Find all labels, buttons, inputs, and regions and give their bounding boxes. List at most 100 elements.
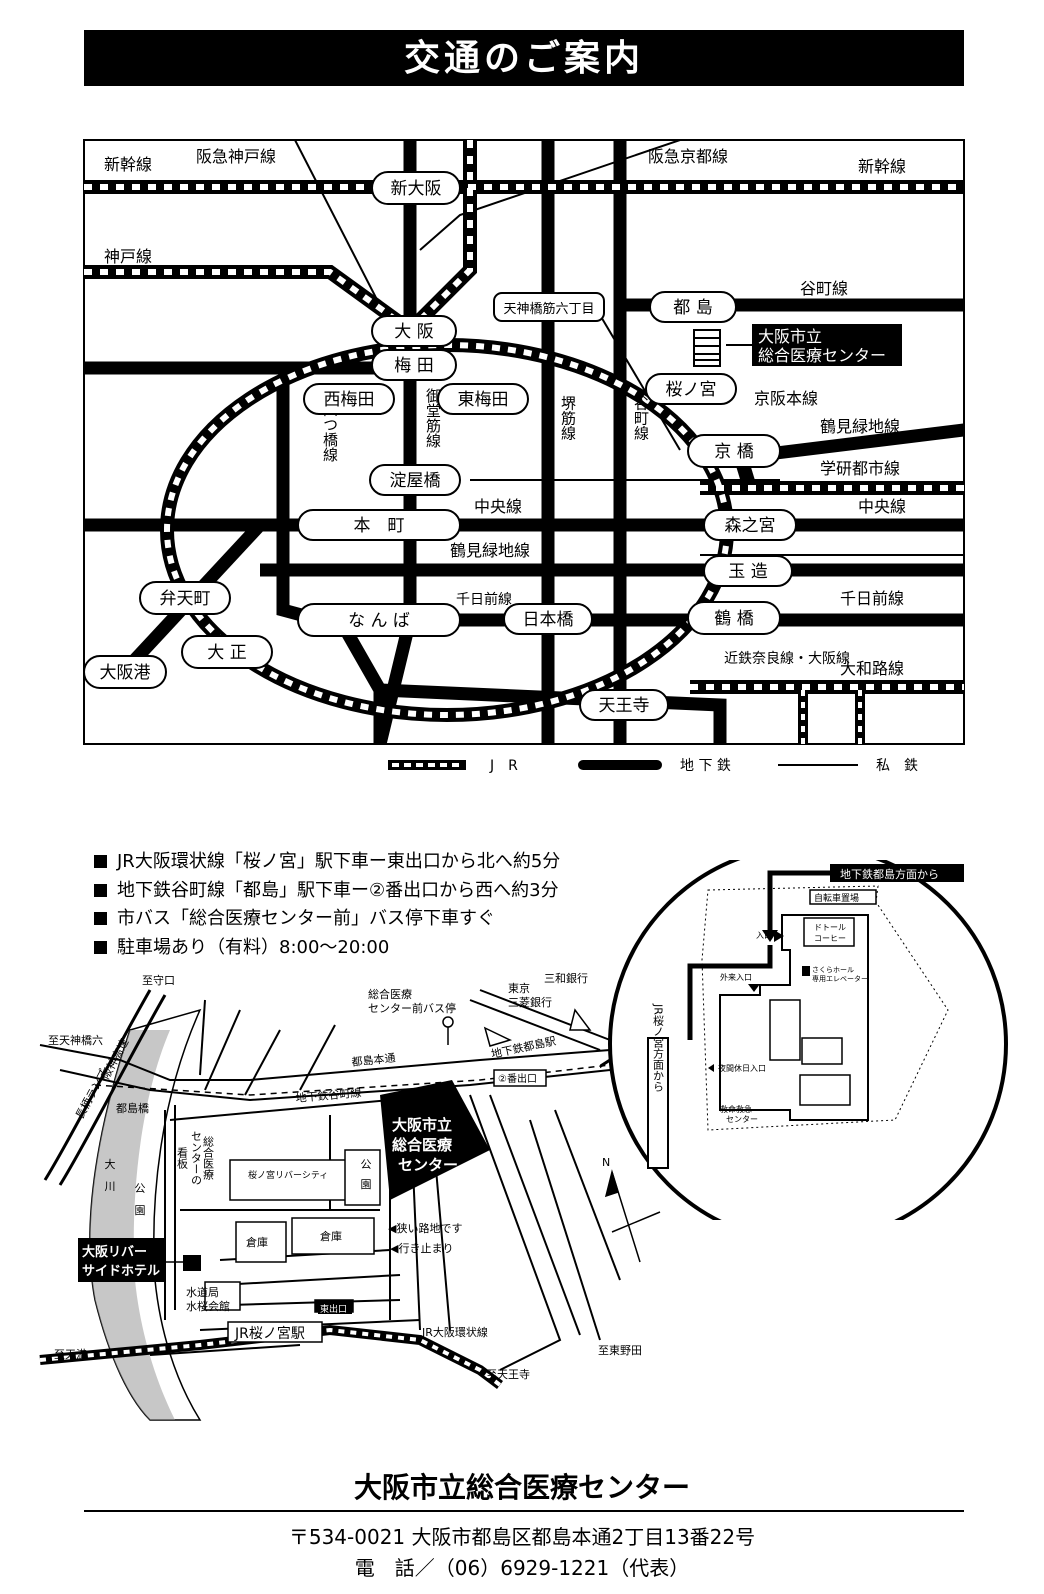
line-label-keihan: 京阪本線 [754,389,818,408]
line-label-tsurumi-right: 鶴見緑地線 [820,417,900,436]
access-note: JR大阪環状線「桜ノ宮」駅下車ー東出口から北へ約5分 [94,848,560,877]
destination-marker: 大阪市立 総合医療センター [693,324,902,367]
footer-divider [84,1510,964,1512]
label-tokyo-1: 東京 [508,981,530,995]
line-label-hankyu-kobe: 阪急神戸線 [196,147,276,166]
svg-text:大阪港: 大阪港 [100,663,151,683]
area-map: 大阪市立 総合医療 センター 大阪リバー サイドホテル JR桜ノ宮駅 東出口 地… [39,971,661,1421]
svg-text:西梅田: 西梅田 [324,390,375,410]
station-tsuruhashi: 鶴 橋 [687,601,781,635]
station-honmachi: 本 町 [297,509,461,541]
svg-text:JR桜ノ宮方面から: JR桜ノ宮方面から [652,1003,665,1092]
hospital-inset: 地下鉄都島方面から JR桜ノ宮方面から 自転車置場 ドトール コーヒー 入口 さ… [600,860,1008,1220]
svg-text:淀屋橋: 淀屋橋 [390,471,441,491]
station-osaka: 大 阪 [371,315,457,347]
label-miyakojima-hondori: 都島本通 [351,1050,396,1069]
line-label-tanimachi: 谷町線 [800,279,848,298]
tokyo-mitsubishi-marker [483,1026,513,1047]
line-label-kobe: 神戸線 [104,247,152,266]
destination-label-1: 大阪市立 [758,327,822,346]
access-note: 地下鉄谷町線「都島」駅下車ー②番出口から西へ約3分 [94,877,560,906]
svg-text:東梅田: 東梅田 [458,390,509,410]
label-subway-tanimachi: 地下鉄谷町線 [295,1085,362,1105]
night-entrance-label: 夜間休日入口 [718,1063,766,1073]
label-tokyo-2: 三菱銀行 [508,995,552,1009]
bullet-square-icon [94,855,107,868]
svg-text:梅 田: 梅 田 [394,356,433,376]
label-park-1: 公 [361,1158,372,1171]
line-labels: 新幹線 阪急神戸線 阪急京都線 新幹線 神戸線 谷町線 京阪本線 鶴見緑地線 学… [104,147,906,678]
label-narrow-road: ◀狭い路地です [388,1222,462,1235]
station-umeda: 梅 田 [371,349,457,381]
line-label-sennichimae-right: 千日前線 [840,589,904,608]
bus-stop-icon [442,1016,454,1028]
station-tennoji: 天王寺 [579,689,669,721]
svg-text:新大阪: 新大阪 [391,179,442,199]
er-label-1: 救命救急 [720,1104,752,1114]
hotel-label-1: 大阪リバー [82,1244,147,1260]
hospital-phone: 電 話／（06）6929-1221（代表） [354,1556,690,1580]
doutor-label-1: ドトール [814,923,846,932]
line-label-gakken: 学研都市線 [820,459,900,478]
jr-direction-label [647,1037,669,1169]
line-label-kintetsu: 近鉄奈良線・大阪線 [724,651,850,667]
svg-text:日本橋: 日本橋 [523,610,574,630]
svg-text:天王寺: 天王寺 [599,696,650,716]
arrow-from-subway-icon [767,870,830,935]
hotel-label-2: サイドホテル [82,1264,160,1279]
label-okawa-1: 大 [105,1157,116,1171]
entrance-label: 入口 [756,931,772,940]
access-note: 市バス「総合医療センター前」バス停下車すぐ [94,905,560,934]
label-sakura-city: 桜ノ宮リバーシティ [248,1169,328,1181]
bike-parking-label: 自転車置場 [814,892,859,904]
stations: 新大阪 大 阪 梅 田 天神橋筋六丁目 都 島 桜ノ宮 西梅田 東梅田 京 橋 … [83,171,797,721]
hospital-address: 〒534-0021 大阪市都島区都島本通2丁目13番22号 [288,1525,756,1549]
svg-text:弁天町: 弁天町 [160,589,211,609]
exit2-label: ②番出口 [498,1072,537,1085]
label-miyakojima-bridge: 都島橋 [116,1101,149,1115]
legend-subway: 地 下 鉄 [680,758,731,774]
legend-private: 私 鉄 [876,758,918,774]
label-sign-center-2: センターの [190,1130,203,1185]
legend-jr: J R [489,758,518,774]
jr-track-area [39,1324,503,1389]
label-jr-loop: JR大阪環状線 [421,1325,488,1339]
hospital-label-1: 大阪市立 [392,1116,452,1134]
hospital-label-3: センター [398,1156,458,1174]
station-taisho: 大 正 [181,635,273,669]
line-label-shinkansen-right: 新幹線 [858,157,906,176]
north-arrow-icon [604,1169,661,1263]
sanwa-marker [569,1008,592,1031]
outpatient-label: 外来入口 [720,972,752,982]
line-label-sennichimae-mid: 千日前線 [456,591,512,608]
svg-text:本 町: 本 町 [354,516,405,536]
station-morinomiya: 森之宮 [703,509,797,541]
svg-text:な ん ば: な ん ば [348,611,410,631]
hospital-block [380,1080,490,1200]
line-label-tanimachi-v: 谷町線 [632,396,650,441]
label-soko2: 倉庫 [320,1229,342,1243]
station-bentencho: 弁天町 [139,581,231,615]
subway-direction-label [830,864,964,882]
station-kyobashi: 京 橋 [687,434,781,468]
line-label-sakaisuji: 堺筋線 [559,396,577,441]
label-bus-stop-1: 総合医療 [368,987,412,1001]
station-shin-osaka: 新大阪 [371,171,461,205]
label-sign-center-1: 総合医療 [202,1135,215,1180]
page-title: 交通のご案内 [84,30,964,86]
sakura-hall-label-1: さくらホール [812,966,854,974]
station-tamatsukuri: 玉 造 [703,555,793,587]
doutor-label-2: コーヒー [814,934,846,943]
access-note: 駐車場あり（有料）8:00〜20:00 [94,934,560,963]
label-soko1: 倉庫 [246,1235,268,1249]
label-tenjinbashi6: 至天神橋六 [48,1033,103,1047]
line-label-tsurumi-mid: 鶴見緑地線 [450,541,530,560]
station-higashi-umeda: 東梅田 [437,383,529,415]
label-bus-stop-2: センター前バス停 [368,1001,456,1015]
okawa-river [89,1008,202,1421]
svg-text:鶴 橋: 鶴 橋 [714,609,753,629]
route-map: 新幹線 阪急神戸線 阪急京都線 新幹線 神戸線 谷町線 京阪本線 鶴見緑地線 学… [83,139,965,774]
subway-lines [84,140,964,744]
station-nipponbashi: 日本橋 [503,603,593,635]
hospital-name: 大阪市立総合医療センター [353,1471,690,1504]
